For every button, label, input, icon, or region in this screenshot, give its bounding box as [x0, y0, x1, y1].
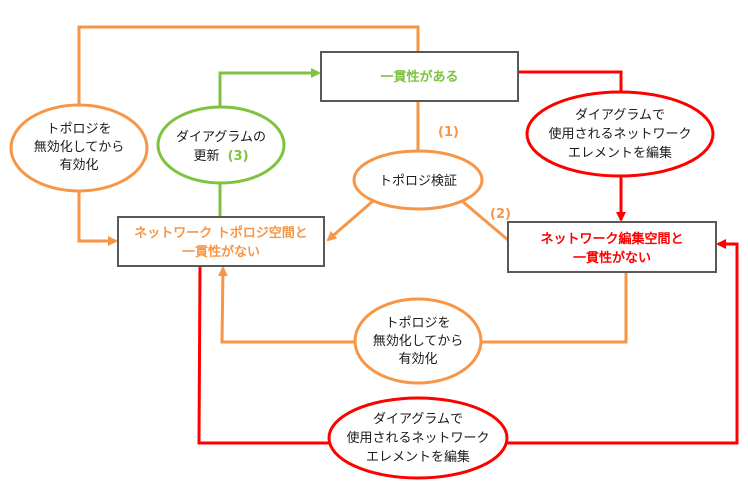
action-validate-topology-text: トポロジ検証: [379, 174, 457, 189]
action-disable-enable-top-line3: 有効化: [59, 158, 98, 173]
state-topology-inconsistent-line1: ネットワーク トポロジ空間と: [134, 225, 308, 241]
action-edit-elements-top-line2: 使用されるネットワーク: [548, 126, 691, 142]
state-edit-inconsistent-line2: 一貫性がない: [573, 250, 651, 266]
state-topology-inconsistent-line2: 一貫性がない: [182, 244, 260, 260]
connector-validate-to-edit-box: [461, 199, 509, 242]
action-edit-elements-bottom-line2: 使用されるネットワーク: [346, 430, 489, 446]
state-consistent-text: 一貫性がある: [380, 69, 458, 85]
action-disable-enable-bottom-line1: トポロジを: [385, 316, 450, 331]
action-disable-enable-bottom-line2: 無効化してから: [373, 334, 464, 349]
step-label-2: (2): [490, 207, 511, 222]
connector-edit-box-to-disable-enable-bottom: [481, 272, 628, 344]
action-validate-topology: トポロジ検証: [352, 149, 484, 211]
connector-consistent-to-disable-enable-top: [77, 25, 420, 105]
connector-edit-elements-bottom-to-edit-box: [507, 239, 739, 445]
action-edit-elements-bottom: ダイアグラムで 使用されるネットワーク エレメントを編集: [327, 396, 509, 480]
state-box-edit-inconsistent: ネットワーク編集空間と 一貫性がない: [507, 221, 717, 273]
action-edit-elements-bottom-line1: ダイアグラムで: [373, 412, 463, 427]
action-edit-elements-top-line1: ダイアグラムで: [575, 108, 665, 123]
action-disable-enable-bottom: トポロジを 無効化してから 有効化: [353, 297, 483, 385]
action-disable-enable-top-line2: 無効化してから: [34, 140, 125, 155]
connector-update-diagram-to-consistent: [218, 68, 321, 107]
connector-disable-enable-top-to-topology-box: [77, 191, 118, 246]
action-update-diagram-line1: ダイアグラムの: [176, 130, 266, 145]
action-edit-elements-bottom-line3: エレメントを編集: [366, 449, 470, 465]
connector-consistent-to-edit-elements-top: [518, 70, 623, 92]
action-disable-enable-top: トポロジを 無効化してから 有効化: [9, 103, 149, 193]
action-update-diagram-line2: 更新: [193, 148, 219, 164]
state-edit-inconsistent-line1: ネットワーク編集空間と: [540, 231, 683, 247]
step-label-3: (3): [228, 149, 249, 164]
state-box-topology-inconsistent: ネットワーク トポロジ空間と 一貫性がない: [117, 216, 325, 267]
action-update-diagram: ダイアグラムの 更新 (3): [156, 105, 286, 185]
connector-topology-box-to-edit-elements-bottom: [197, 265, 329, 445]
svg-text:更新 (3): 更新 (3): [193, 148, 248, 164]
action-edit-elements-top-line3: エレメントを編集: [568, 145, 672, 161]
step-label-1: (1): [438, 125, 459, 140]
action-disable-enable-bottom-line3: 有効化: [398, 352, 437, 367]
action-disable-enable-top-line1: トポロジを: [46, 122, 111, 137]
action-edit-elements-top: ダイアグラムで 使用されるネットワーク エレメントを編集: [525, 90, 715, 178]
state-box-consistent: 一貫性がある: [320, 51, 519, 102]
connector-validate-to-topology-box: [326, 199, 374, 242]
connector-disable-enable-bottom-to-topology-box: [217, 266, 355, 344]
